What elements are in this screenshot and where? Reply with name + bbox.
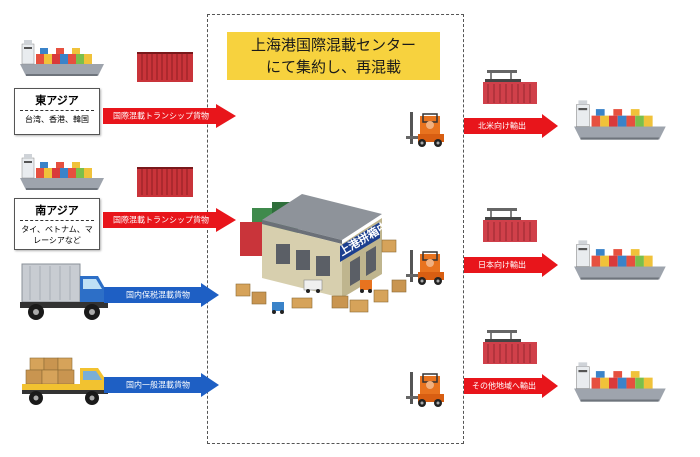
ship-icon [573, 361, 667, 403]
forklift-icon [406, 112, 445, 148]
blue-arrow-shape [104, 373, 219, 397]
origin-region-label: 東アジア [35, 94, 79, 107]
red-arrow-shape [464, 253, 558, 277]
container-icon [137, 167, 193, 197]
arrow-label: 国際混載トランシップ貨物 [113, 111, 209, 121]
crane-container-icon [483, 208, 537, 243]
red-arrow-shape [103, 104, 236, 128]
ship-icon [573, 239, 667, 281]
origin-countries-label: 台湾、香港、韓国 [25, 115, 89, 124]
general-cargo-truck-icon [22, 357, 108, 405]
transship-arrow-east-asia: 国際混載トランシップ貨物 [103, 104, 236, 128]
arrow-label: 国際混載トランシップ貨物 [113, 215, 209, 225]
arrow-label: 北米向け輸出 [478, 121, 526, 131]
origin-east-asia-card: 東アジア 台湾、香港、韓国 [14, 88, 100, 135]
red-arrow-shape [464, 374, 558, 398]
export-arrow-japan: 日本向け輸出 [464, 253, 558, 277]
center-title-line2: にて集約し、再混載 [265, 58, 401, 76]
container-icon [137, 52, 193, 82]
export-arrow-other-regions: その他地域へ輸出 [464, 374, 558, 398]
arrow-label: 国内保税混載貨物 [126, 290, 190, 300]
arrow-label: 日本向け輸出 [478, 260, 526, 270]
ship-icon [19, 39, 105, 77]
center-title-line1: 上海港国際混載センター [250, 36, 416, 54]
origin-countries-label: タイ、ベトナム、マ レーシアなど [21, 225, 93, 245]
ship-icon [573, 99, 667, 141]
bonded-truck-icon [20, 263, 108, 320]
crane-container-icon [483, 330, 537, 365]
origin-south-asia-card: 南アジア タイ、ベトナム、マ レーシアなど [14, 198, 100, 250]
export-arrow-north-america: 北米向け輸出 [464, 114, 558, 138]
red-arrow-shape [464, 114, 558, 138]
domestic-general-arrow: 国内一般混載貨物 [104, 373, 219, 397]
forklift-icon [406, 250, 445, 286]
arrow-label: 国内一般混載貨物 [126, 380, 190, 390]
arrow-label: その他地域へ輸出 [472, 381, 536, 391]
center-title-box: 上海港国際混載センター にて集約し、再混載 [227, 32, 440, 80]
domestic-bonded-arrow: 国内保税混載貨物 [104, 283, 219, 307]
ship-icon [19, 153, 105, 191]
transship-arrow-south-asia: 国際混載トランシップ貨物 [103, 208, 236, 232]
red-arrow-shape [103, 208, 236, 232]
crane-container-icon [483, 70, 537, 105]
warehouse-illustration: 上港拼箱中心 [235, 194, 407, 314]
consolidation-center-area [207, 14, 464, 444]
forklift-icon [406, 372, 445, 408]
blue-arrow-shape [104, 283, 219, 307]
origin-region-label: 南アジア [35, 204, 79, 217]
